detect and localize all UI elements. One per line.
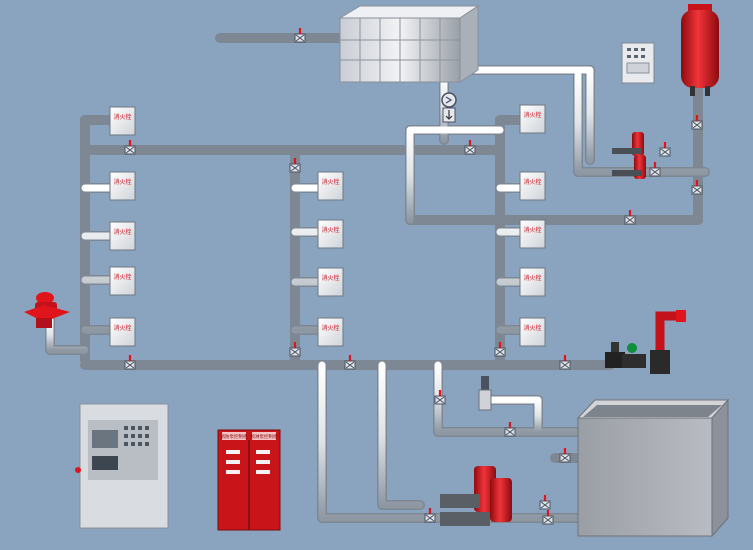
cabinet-label: 消火栓 bbox=[113, 273, 131, 281]
gate-valve-icon bbox=[344, 355, 356, 370]
panel-title: 消防泵控制柜 bbox=[221, 433, 248, 440]
gate-valve-icon bbox=[624, 210, 636, 225]
gate-valve-icon bbox=[124, 140, 136, 155]
gate-valve-icon bbox=[691, 180, 703, 195]
gate-valve-icon bbox=[289, 158, 301, 173]
gate-valve-icon bbox=[424, 508, 436, 523]
cabinet-label: 消火栓 bbox=[523, 226, 541, 234]
fire-hydrant-cabinet-icon: 消火栓 bbox=[519, 171, 546, 201]
air-valve-icon bbox=[478, 376, 492, 411]
gate-valve-icon bbox=[289, 342, 301, 357]
fire-hydrant-cabinet-icon: 消火栓 bbox=[317, 317, 344, 347]
cabinet-label: 消火栓 bbox=[321, 226, 339, 234]
gate-valve-icon bbox=[124, 355, 136, 370]
pump-icon bbox=[490, 478, 512, 522]
check-valve-icon bbox=[441, 92, 457, 123]
fire-hydrant-cabinet-icon: 消火栓 bbox=[519, 267, 546, 297]
fire-hydrant-cabinet-icon: 消火栓 bbox=[109, 221, 136, 251]
gate-valve-icon bbox=[542, 510, 554, 525]
gate-valve-icon bbox=[294, 28, 306, 43]
cabinet-label: 消火栓 bbox=[113, 178, 131, 186]
fire-hydrant-cabinet-icon: 消火栓 bbox=[317, 171, 344, 201]
fire-pump-group bbox=[440, 466, 512, 526]
cabinet-label: 消火栓 bbox=[523, 178, 541, 186]
gate-valve-icon bbox=[559, 355, 571, 370]
gate-valve-icon bbox=[649, 162, 661, 177]
gate-valve-icon bbox=[464, 140, 476, 155]
fire-alarm-controller-icon bbox=[75, 403, 169, 529]
fire-hydrant-cabinet-icon: 消火栓 bbox=[317, 219, 344, 249]
fire-hydrant-cabinet-icon: 消火栓 bbox=[519, 219, 546, 249]
control-panel-icon bbox=[621, 42, 655, 84]
cabinet-label: 消火栓 bbox=[113, 324, 131, 332]
valves bbox=[124, 28, 703, 525]
pump-adapter-icon bbox=[650, 310, 686, 374]
cabinet-label: 消火栓 bbox=[523, 274, 541, 282]
cabinet-label: 消火栓 bbox=[321, 178, 339, 186]
fire-hydrant-cabinet-icon: 消火栓 bbox=[109, 106, 136, 136]
cabinet-label: 消火栓 bbox=[523, 111, 541, 119]
fire-hydrant-cabinets: 消火栓消火栓消火栓消火栓消火栓消火栓消火栓消火栓消火栓消火栓消火栓消火栓消火栓消… bbox=[109, 104, 546, 347]
inlet-valve-assembly bbox=[605, 342, 646, 368]
fire-hydrant-cabinet-icon: 消火栓 bbox=[109, 266, 136, 296]
cabinet-label: 消火栓 bbox=[523, 324, 541, 332]
gate-valve-icon bbox=[691, 115, 703, 130]
gate-valve-icon bbox=[539, 495, 551, 510]
cabinet-label: 消火栓 bbox=[321, 274, 339, 282]
panel-title: 喷淋泵控制柜 bbox=[251, 433, 278, 440]
pump-control-cabinet-icon: 消防泵控制柜喷淋泵控制柜 bbox=[217, 429, 281, 531]
cabinet-label: 消火栓 bbox=[113, 113, 131, 121]
fire-monitor-icon bbox=[24, 292, 70, 328]
gate-valve-icon bbox=[504, 422, 516, 437]
fire-hydrant-cabinet-icon: 消火栓 bbox=[109, 171, 136, 201]
fire-hydrant-cabinet-icon: 消火栓 bbox=[519, 317, 546, 347]
fire-hydrant-cabinet-icon: 消火栓 bbox=[317, 267, 344, 297]
gate-valve-icon bbox=[559, 448, 571, 463]
cabinet-label: 消火栓 bbox=[113, 228, 131, 236]
pressure-tank-icon bbox=[681, 4, 719, 96]
fire-hydrant-cabinet-icon: 消火栓 bbox=[109, 317, 136, 347]
gate-valve-icon bbox=[434, 390, 446, 405]
pressure-stabilizer-pump-group bbox=[612, 132, 646, 179]
cabinet-label: 消火栓 bbox=[321, 324, 339, 332]
gate-valve-icon bbox=[494, 342, 506, 357]
gate-valve-icon bbox=[659, 142, 671, 157]
fire-hydrant-cabinet-icon: 消火栓 bbox=[519, 104, 546, 134]
roof-tank-icon bbox=[338, 5, 480, 83]
water-tank-icon bbox=[576, 398, 730, 538]
